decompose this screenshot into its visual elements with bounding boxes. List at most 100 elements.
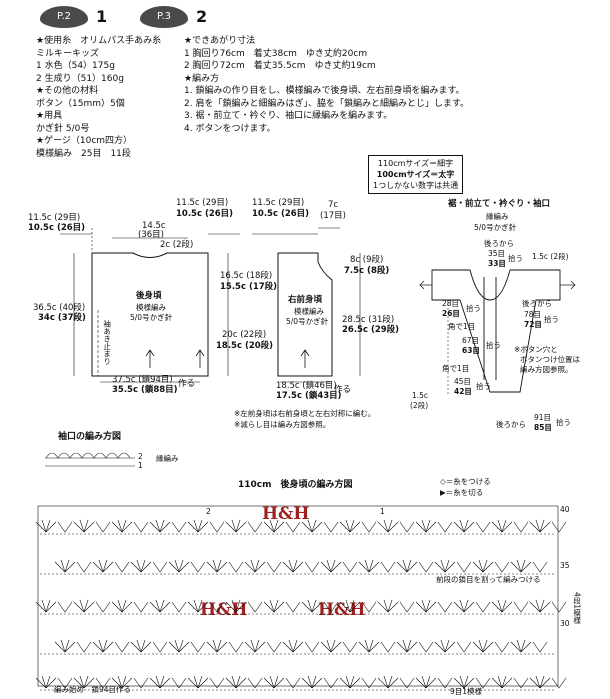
sleeve-chart-title: 袖口の編み方図 [58,432,122,442]
stitch-motif [415,599,453,613]
stitch-motif [472,639,510,653]
hem-pickup-110: 91目 [534,413,552,422]
neck-pickup-from-back: 後ろから [484,239,514,248]
materials-block: ★使用糸 オリムパス手あみ糸 ミルキーキッズ 1 水色（54）175g 2 生成… [36,36,161,161]
front-top-110: 11.5c (29目) [252,198,305,208]
stitch-motif [73,519,111,533]
stitch-motif [415,675,453,689]
stitch-motif [510,559,548,573]
stitch-motif [225,599,263,613]
stitch-motif [453,675,491,689]
front-neck-depth-110: 8c (9段) [350,255,384,265]
stitch-motif [168,639,206,653]
stitch-motif [453,599,491,613]
stitch-motif [187,675,225,689]
row-40: 40 [560,505,570,514]
stitch-motif [111,675,149,689]
stitch-motif [225,675,263,689]
stitch-motif [225,519,263,533]
stitch-motif [529,599,567,613]
back-hem-110: 37.5c (鎖94目) [112,375,173,385]
hem-front-100: 42目 [454,387,472,396]
neck-pickup-110: 35目 [488,249,506,258]
front-band-100: 63目 [462,346,480,355]
materials-line: ボタン（15mm）5個 [36,98,125,109]
stitch-motif [510,639,548,653]
sizes-line: 3. 裾・前立て・衿ぐり、袖口に縁編みを編みます。 [184,111,393,121]
stitch-motif [301,519,339,533]
front-length-110: 28.5c (31段) [342,315,395,325]
sizes-line: 2 胸回り72cm 着丈35.5cm ゆき丈約19cm [184,61,376,71]
key-join-yarn: ◇＝糸をつける [440,477,491,486]
stitch-motif [377,675,415,689]
stitch-motif [149,519,187,533]
sizes-block: ★できあがり寸法 1 胸回り76cm 着丈38cm ゆき丈約20cm 2 胸回り… [184,36,469,136]
back-length-110: 36.5c (40段) [33,303,86,313]
stitch-motif [149,599,187,613]
front-pattern: 模様編み [294,307,324,316]
band-left-100: 26目 [442,309,460,318]
pattern-title: 110cm 後身頃の編み方図 [238,480,353,490]
button-note-3: 編み方図参照。 [520,365,573,374]
stitch-motif [35,599,73,613]
sleeve-pickup-label: 拾う [544,315,559,324]
stitch-motif [92,639,130,653]
front-hem-110: 18.5c (鎖46目) [276,381,337,391]
materials-line: ★ゲージ（10cm四方） [36,136,133,146]
stitch-motif [282,559,320,573]
sleeve-row-2: 2 [138,452,143,461]
edging-hook: 5/0号かぎ針 [474,223,517,232]
materials-line: ミルキーキッズ [36,48,100,59]
size-number-2: 2 [196,7,208,26]
stitch-motif [130,559,168,573]
front-band-label: 拾う [486,341,501,350]
pattern-repeat-rows: 4段1模様 [572,592,582,625]
front-note-mirror: ※左前身頃は右前身頃と左右対称に編む。 [234,409,376,418]
materials-line: 2 生成り（51）160g [36,73,124,84]
stitch-motif [529,519,567,533]
back-top-right-100: 10.5c (26目) [176,209,234,219]
stitch-motif [282,639,320,653]
stitch-motif [54,559,92,573]
back-hem-make: 作る [178,379,196,389]
stitch-motif [263,599,301,613]
sizes-line: 2. 肩を「鎖編みと細編みはぎ」、脇を「鎖編みと細編みとじ」します。 [184,98,470,109]
back-armhole-110: 16.5c (18段) [220,271,273,281]
back-title: 後身頃 [136,291,162,301]
stitch-motif [54,639,92,653]
front-neck-depth-100: 7.5c (8段) [344,266,390,276]
stitch-motif [35,675,73,689]
watermark: H&H [262,504,310,524]
stitch-motif [206,559,244,573]
back-neck-width: 14.5c [142,221,166,231]
front-length-100: 26.5c (29段) [342,325,400,335]
materials-line: かぎ針 5/0号 [36,123,90,134]
pattern-note: 前段の鎖目を割って編みつける [436,575,541,584]
button-note-1: ※ボタン穴と [514,345,558,354]
back-side-100: 18.5c (20段) [216,341,274,351]
stitch-motif [187,599,225,613]
stitch-motif [491,519,529,533]
sleeve-pickup-110: 78目 [524,310,542,319]
materials-line: ★その他の材料 [36,86,99,96]
stitch-motif [453,519,491,533]
front-band-110: 67目 [462,336,480,345]
stitch-motif [111,519,149,533]
edging-pattern: 縁編み [486,212,509,221]
stitch-motif [92,559,130,573]
materials-line: 模様編み 25目 11段 [36,148,131,159]
corner-note-2: 角で1目 [442,364,470,373]
materials-line: ★用具 [36,111,63,121]
stitch-motif [73,675,111,689]
stitch-motif [111,599,149,613]
hem-pickup-from-back: 後ろから [496,420,526,429]
stitch-motif [415,519,453,533]
hem-front-label: 拾う [476,382,491,391]
key-cut-yarn: ▶＝糸を切る [440,488,484,497]
front-neck-width: 7c [328,200,339,210]
materials-line: ★使用糸 オリムパス手あみ糸 [36,36,162,46]
hem-pickup-100: 85目 [534,423,552,432]
back-neck-depth: 2c (2段) [160,240,194,250]
stitch-motif [320,559,358,573]
